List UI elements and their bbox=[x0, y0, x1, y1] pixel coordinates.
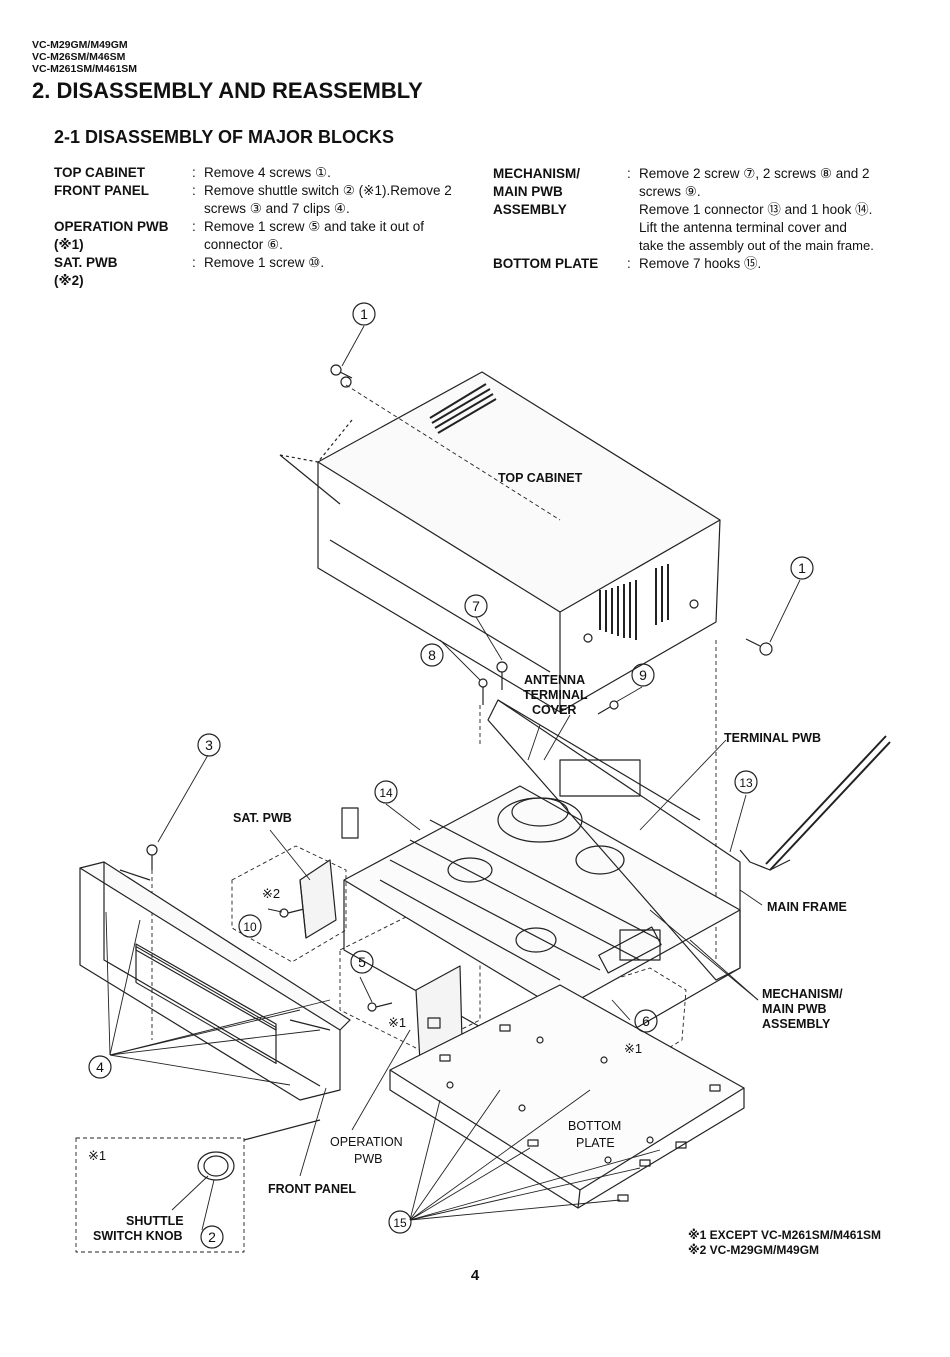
model-list: VC-M29GM/M49GM VC-M26SM/M46SM VC-M261SM/… bbox=[32, 39, 137, 75]
label-bottom-plate: BOTTOM bbox=[568, 1119, 621, 1133]
colon: : bbox=[192, 165, 196, 180]
step-front-panel-1: Remove shuttle switch ② (※1).Remove 2 bbox=[204, 183, 452, 198]
label-sat-pwb: SAT. PWB bbox=[54, 255, 118, 270]
screw-icon bbox=[146, 364, 773, 1012]
label-terminal-pwb: TERMINAL PWB bbox=[724, 731, 821, 745]
callout-1: 1 bbox=[798, 560, 806, 576]
model-line: VC-M261SM/M461SM bbox=[32, 63, 138, 75]
label-mechanism: MECHANISM/ bbox=[493, 166, 580, 181]
callout-2: 2 bbox=[208, 1229, 216, 1245]
step-operation-pwb-2: connector ⑥. bbox=[204, 237, 283, 252]
footnote-1: ※1 EXCEPT VC-M261SM/M461SM bbox=[688, 1228, 882, 1242]
step-top-cabinet: Remove 4 screws ①. bbox=[204, 165, 331, 180]
step-mechanism-3: Remove 1 connector ⑬ and 1 hook ⑭. bbox=[639, 202, 873, 217]
callout-7: 7 bbox=[472, 598, 480, 614]
step-mechanism-5: take the assembly out of the main frame. bbox=[639, 238, 874, 253]
note-mark-1: ※1 bbox=[624, 1041, 642, 1056]
label-mechanism: ASSEMBLY bbox=[493, 202, 567, 217]
colon: : bbox=[192, 219, 196, 234]
step-sat-pwb: Remove 1 screw ⑩. bbox=[204, 255, 325, 270]
callout-6: 6 bbox=[642, 1013, 650, 1029]
callout-15: 15 bbox=[393, 1216, 407, 1230]
step-front-panel-2: screws ③ and 7 clips ④. bbox=[204, 201, 350, 216]
note-mark-1: ※1 bbox=[388, 1015, 406, 1030]
colon: : bbox=[192, 255, 196, 270]
model-line: VC-M29GM/M49GM bbox=[32, 39, 128, 51]
callout-4: 4 bbox=[96, 1059, 104, 1075]
label-shuttle-knob: SWITCH KNOB bbox=[93, 1229, 183, 1243]
label-top-cabinet: TOP CABINET bbox=[54, 165, 146, 180]
note-sat-pwb: (※2) bbox=[54, 273, 84, 288]
callout-1: 1 bbox=[360, 306, 368, 322]
label-front-panel: FRONT PANEL bbox=[54, 183, 149, 198]
callout-10: 10 bbox=[243, 920, 257, 934]
shuttle-knob-part bbox=[197, 1119, 321, 1181]
exploded-view-diagram: 1 1 7 8 9 3 14 13 10 5 6 4 2 15 TOP CABI… bbox=[75, 302, 891, 1253]
step-operation-pwb-1: Remove 1 screw ⑤ and take it out of bbox=[204, 219, 424, 234]
front-panel-part bbox=[79, 861, 351, 1101]
callout-9: 9 bbox=[639, 667, 647, 683]
colon: : bbox=[627, 256, 631, 271]
label-front-panel: FRONT PANEL bbox=[268, 1182, 356, 1196]
label-antenna: ANTENNA bbox=[524, 673, 585, 687]
mechanism-main-pwb-part bbox=[341, 699, 891, 1073]
label-operation-pwb: PWB bbox=[354, 1152, 382, 1166]
note-operation-pwb: (※1) bbox=[54, 237, 84, 252]
step-bottom-plate: Remove 7 hooks ⑮. bbox=[639, 256, 762, 271]
model-line: VC-M26SM/M46SM bbox=[32, 51, 126, 63]
label-bottom-plate: PLATE bbox=[576, 1136, 615, 1150]
page-number: 4 bbox=[470, 1267, 480, 1284]
page-title: 2. DISASSEMBLY AND REASSEMBLY bbox=[32, 78, 423, 103]
step-mechanism-2: screws ⑨. bbox=[639, 184, 701, 199]
step-mechanism-4: Lift the antenna terminal cover and bbox=[639, 220, 847, 235]
label-mechanism: MAIN PWB bbox=[762, 1002, 827, 1016]
callout-5: 5 bbox=[358, 954, 366, 970]
label-shuttle-knob: SHUTTLE bbox=[126, 1214, 184, 1228]
sat-pwb-part bbox=[299, 859, 337, 939]
footnote-2: ※2 VC-M29GM/M49GM bbox=[688, 1243, 820, 1257]
section-title: 2-1 DISASSEMBLY OF MAJOR BLOCKS bbox=[54, 127, 395, 147]
callout-3: 3 bbox=[205, 737, 213, 753]
label-antenna: TERMINAL bbox=[523, 688, 588, 702]
callout-8: 8 bbox=[428, 647, 436, 663]
callout-13: 13 bbox=[739, 776, 753, 790]
callout-14: 14 bbox=[379, 786, 393, 800]
colon: : bbox=[627, 166, 631, 181]
label-sat-pwb: SAT. PWB bbox=[233, 811, 292, 825]
label-bottom-plate: BOTTOM PLATE bbox=[493, 256, 599, 271]
label-top-cabinet: TOP CABINET bbox=[498, 471, 583, 485]
top-cabinet-part bbox=[279, 371, 721, 713]
label-mechanism: MECHANISM/ bbox=[762, 987, 843, 1001]
bottom-plate-part bbox=[389, 984, 745, 1209]
label-mechanism: MAIN PWB bbox=[493, 184, 563, 199]
label-operation-pwb: OPERATION PWB bbox=[54, 219, 169, 234]
colon: : bbox=[192, 183, 196, 198]
label-mechanism: ASSEMBLY bbox=[762, 1017, 831, 1031]
note-mark-1: ※1 bbox=[88, 1148, 106, 1163]
footnotes: ※1 EXCEPT VC-M261SM/M461SM ※2 VC-M29GM/M… bbox=[688, 1228, 881, 1258]
label-operation-pwb: OPERATION bbox=[330, 1135, 403, 1149]
label-main-frame: MAIN FRAME bbox=[767, 900, 847, 914]
step-mechanism-1: Remove 2 screw ⑦, 2 screws ⑧ and 2 bbox=[639, 166, 870, 181]
label-antenna: COVER bbox=[532, 703, 576, 717]
note-mark-2: ※2 bbox=[262, 886, 280, 901]
